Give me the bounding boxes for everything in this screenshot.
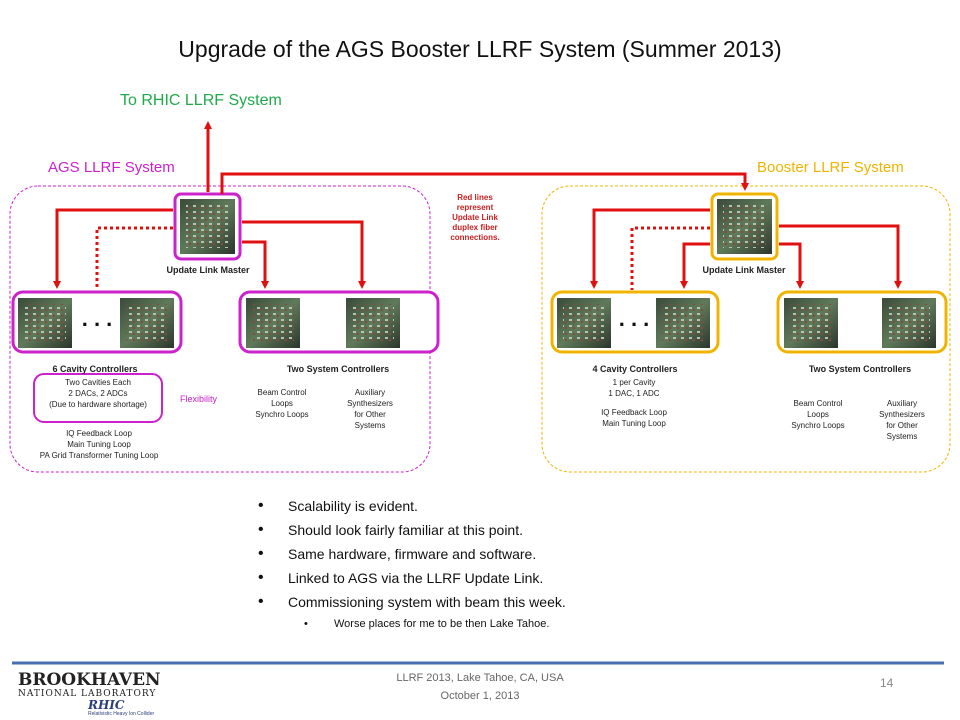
flexibility-label: Flexibility	[180, 394, 218, 404]
sub-bullet-item: Worse places for me to be then Lake Taho…	[258, 614, 818, 634]
ags-master-label: Update Link Master	[166, 265, 250, 275]
bullet-item: Commissioning system with beam this week…	[258, 590, 818, 614]
booster-ellipsis: . . .	[618, 306, 650, 331]
booster-beam-control: Beam Control Loops Synchro Loops	[791, 399, 845, 430]
red-lines-note: Red lines represent Update Link duplex f…	[450, 193, 500, 242]
ags-cavity-note-box	[33, 373, 163, 423]
booster-aux: Auxiliary Synthesizers for Other Systems	[879, 399, 925, 441]
ags-aux: Auxiliary Synthesizers for Other Systems	[347, 388, 393, 430]
page-title: Upgrade of the AGS Booster LLRF System (…	[178, 36, 782, 62]
bullet-item: Linked to AGS via the LLRF Update Link.	[258, 566, 818, 590]
bullet-item: Scalability is evident.	[258, 494, 818, 518]
to-rhic-label: To RHIC LLRF System	[120, 92, 282, 109]
ags-ellipsis: . . .	[81, 306, 113, 331]
chassis-images	[18, 199, 936, 348]
bullet-item: Should look fairly familiar at this poin…	[258, 518, 818, 542]
booster-link-lines	[590, 208, 902, 290]
ags-cavity-title: 6 Cavity Controllers	[52, 364, 138, 374]
brookhaven-logo: BROOKHAVEN NATIONAL LABORATORY RHIC Rela…	[18, 670, 161, 718]
booster-cavity-text: 1 per Cavity 1 DAC, 1 ADC IQ Feedback Lo…	[601, 378, 667, 428]
ags-link-lines	[53, 121, 749, 290]
page-number: 14	[880, 676, 894, 690]
booster-master-label: Update Link Master	[702, 265, 786, 275]
ags-beam-control: Beam Control Loops Synchro Loops	[255, 388, 309, 419]
bullet-list: Scalability is evident. Should look fair…	[258, 494, 818, 634]
ags-system-label: AGS LLRF System	[48, 159, 175, 176]
booster-system-label: Booster LLRF System	[757, 159, 904, 176]
footer-text: LLRF 2013, Lake Tahoe, CA, USA October 1…	[396, 672, 564, 702]
ags-cavity-note: Two Cavities Each 2 DACs, 2 ADCs (Due to…	[49, 378, 147, 409]
bullet-item: Same hardware, firmware and software.	[258, 542, 818, 566]
booster-system-title: Two System Controllers	[808, 364, 912, 374]
booster-cavity-title: 4 Cavity Controllers	[592, 364, 678, 374]
ags-cavity-loops: IQ Feedback Loop Main Tuning Loop PA Gri…	[39, 429, 159, 460]
ags-system-title: Two System Controllers	[286, 364, 390, 374]
